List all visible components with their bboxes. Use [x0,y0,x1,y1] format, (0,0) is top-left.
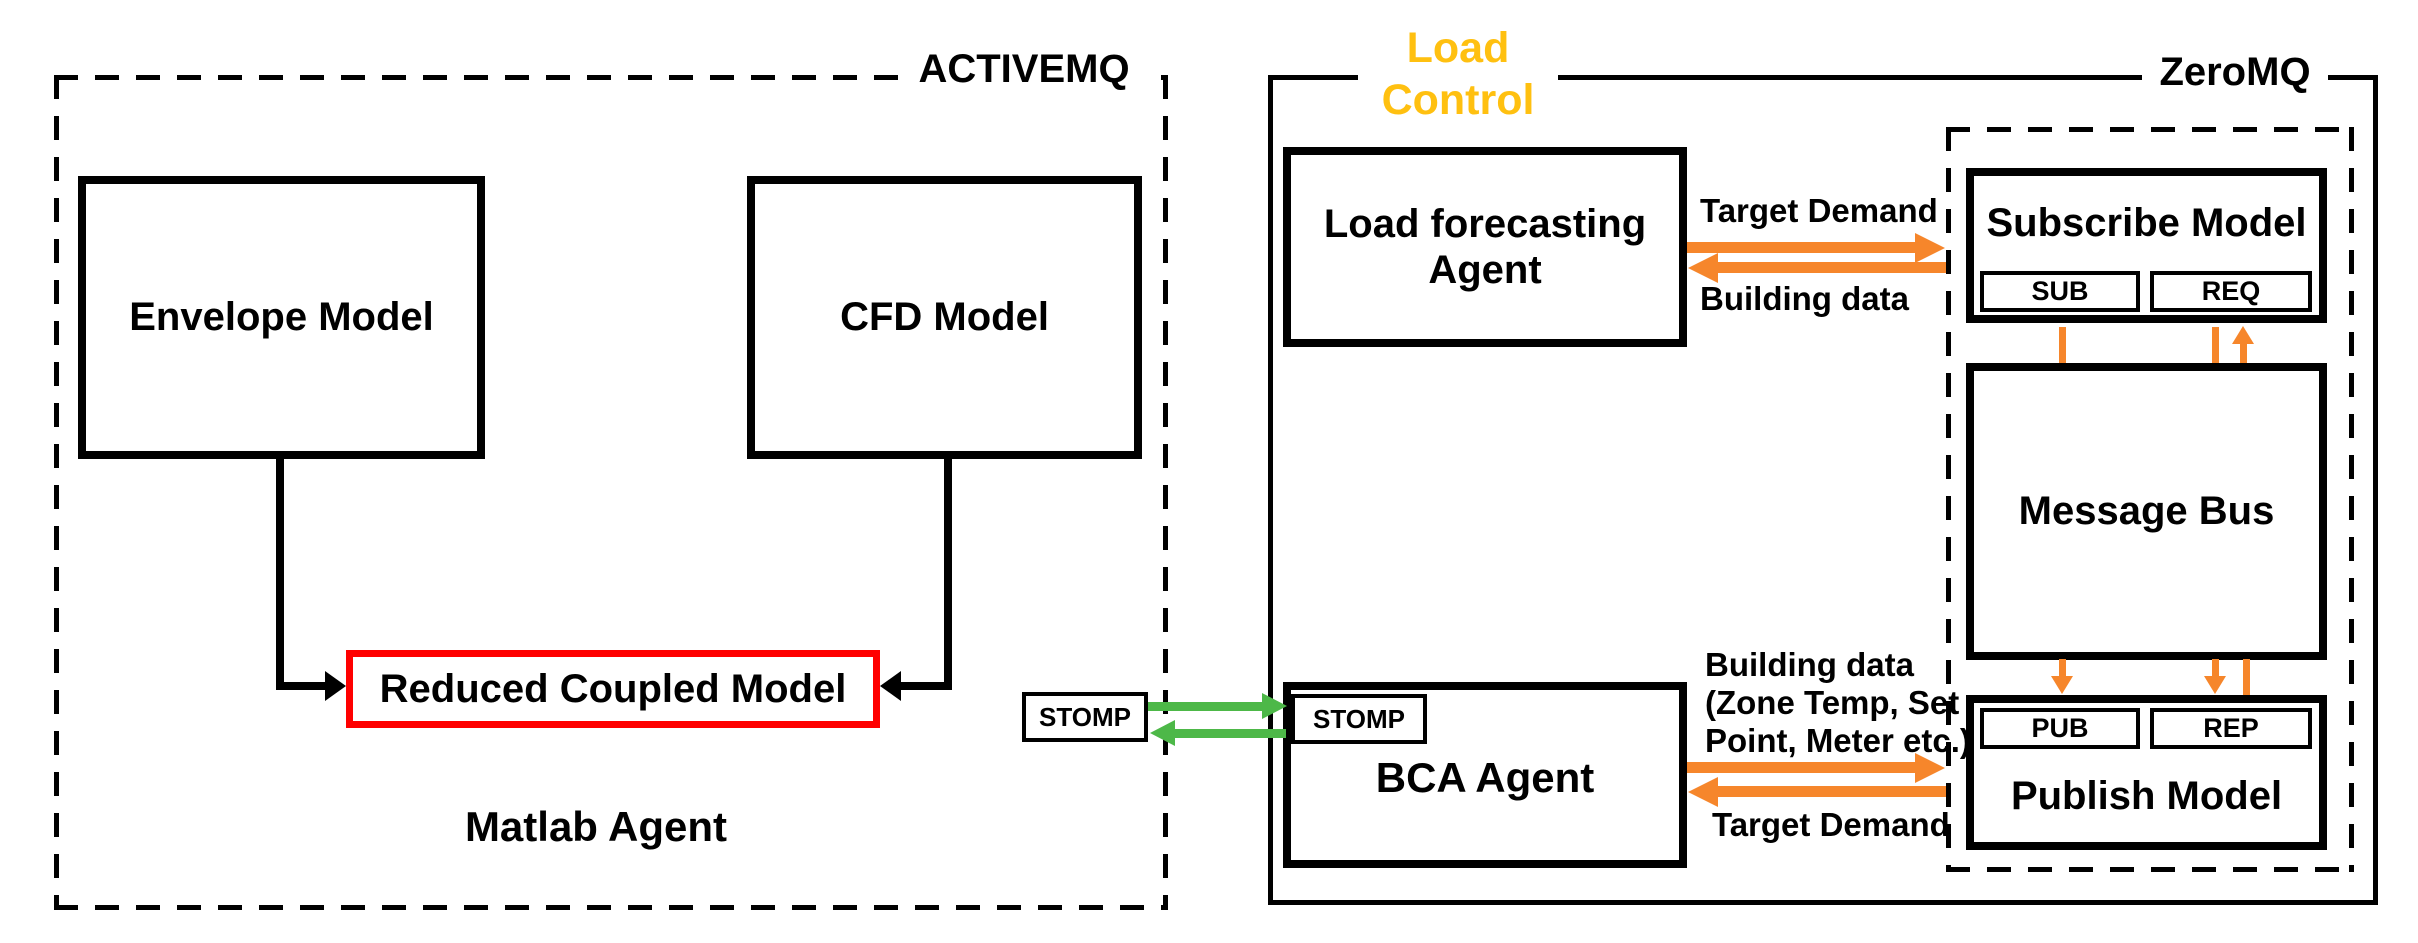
cfd-connector-vertical [944,455,952,690]
sub-port-label: SUB [2031,276,2089,306]
stomp-left-arrow-shaft [1175,729,1286,738]
load-control-line1: Load [1406,24,1510,72]
matlab-agent-caption: Matlab Agent [464,803,728,850]
target-demand-top-label: Target Demand [1700,192,1938,229]
message-bus-box: Message Bus [1966,363,2327,660]
envelope-arrowhead-icon [325,671,346,701]
envelope-model-box: Envelope Model [78,176,485,459]
activemq-region-label: ACTIVEMQ [898,44,1150,94]
bca-agent-label: BCA Agent [1375,754,1595,801]
req-to-bus-line [2212,327,2219,363]
zeromq-region-border [1268,75,2378,905]
bca-building-data-line2: (Zone Temp, Set [1705,684,1960,721]
bca-target-demand-arrowhead-icon [1688,777,1718,807]
mq-inner-border-right [2349,127,2354,872]
mq-inner-border-bottom [1946,867,2354,872]
publish-model-title: Publish Model [2010,773,2283,818]
stomp-external-box: STOMP [1022,692,1148,742]
cfd-model-box: CFD Model [747,176,1142,459]
bca-target-demand-arrow-shaft [1716,786,1946,797]
reduced-coupled-model-box: Reduced Coupled Model [346,650,880,728]
pub-port-label: PUB [2031,713,2089,743]
stomp-left-arrowhead-icon [1150,720,1175,746]
bca-building-data-label: Building data (Zone Temp, Set Point, Met… [1705,646,1971,760]
building-data-arrow-shaft [1716,262,1946,273]
load-control-line2: Control [1381,76,1535,124]
message-bus-label: Message Bus [2018,489,2275,534]
load-forecasting-line1: Load forecasting [1323,201,1647,246]
target-demand-arrow-shaft [1687,242,1917,253]
bus-to-rep-arrowhead-icon [2204,676,2226,694]
stomp-external-label: STOMP [1039,701,1131,732]
bca-building-data-arrowhead-icon [1915,753,1945,783]
sub-to-bus-line [2059,327,2066,363]
reduced-coupled-model-label: Reduced Coupled Model [379,666,847,711]
activemq-border-bottom [54,905,1168,910]
building-data-top-label: Building data [1700,280,1909,317]
load-forecasting-agent-box: Load forecasting Agent [1283,147,1687,347]
bca-building-data-arrow-shaft [1687,762,1917,773]
cfd-connector-horizontal [901,682,952,690]
envelope-model-label: Envelope Model [129,295,434,340]
bca-stomp-box: STOMP [1291,694,1427,744]
bus-to-req-line [2240,342,2247,363]
req-port-box: REQ [2150,271,2312,312]
activemq-border-left [54,75,59,910]
sub-port-box: SUB [1980,271,2140,312]
stomp-right-arrow-shaft [1148,702,1262,711]
stomp-right-arrowhead-icon [1262,693,1287,719]
rep-port-label: REP [2203,713,2259,743]
mq-inner-border-top [1946,127,2354,132]
bus-to-req-arrowhead-icon [2232,326,2254,344]
bca-target-demand-label: Target Demand [1712,806,1950,843]
envelope-connector-vertical [276,455,284,690]
activemq-border-top [54,75,1168,80]
activemq-border-right [1163,75,1168,910]
pub-port-box: PUB [1980,708,2140,749]
bus-to-pub-arrowhead-icon [2051,676,2073,694]
target-demand-arrowhead-icon [1915,233,1945,263]
rep-port-box: REP [2150,708,2312,749]
load-forecasting-line2: Agent [1428,248,1542,292]
bus-to-pub-line [2059,659,2066,678]
bca-building-data-line3: Point, Meter etc.) [1705,722,1971,759]
req-port-label: REQ [2201,276,2261,306]
envelope-connector-horizontal [276,682,326,690]
bca-building-data-line1: Building data [1705,646,1914,683]
rep-to-bus-line [2243,659,2250,695]
zeromq-region-label: ZeroMQ [2142,46,2328,98]
subscribe-model-title: Subscribe Model [1986,200,2307,245]
cfd-model-label: CFD Model [840,295,1049,340]
bus-to-rep-line [2212,659,2219,678]
bca-stomp-label: STOMP [1313,703,1405,734]
cfd-arrowhead-icon [880,671,901,701]
building-data-arrowhead-icon [1688,253,1718,283]
mq-inner-border-left [1946,127,1951,872]
load-control-label: Load Control [1358,18,1558,130]
